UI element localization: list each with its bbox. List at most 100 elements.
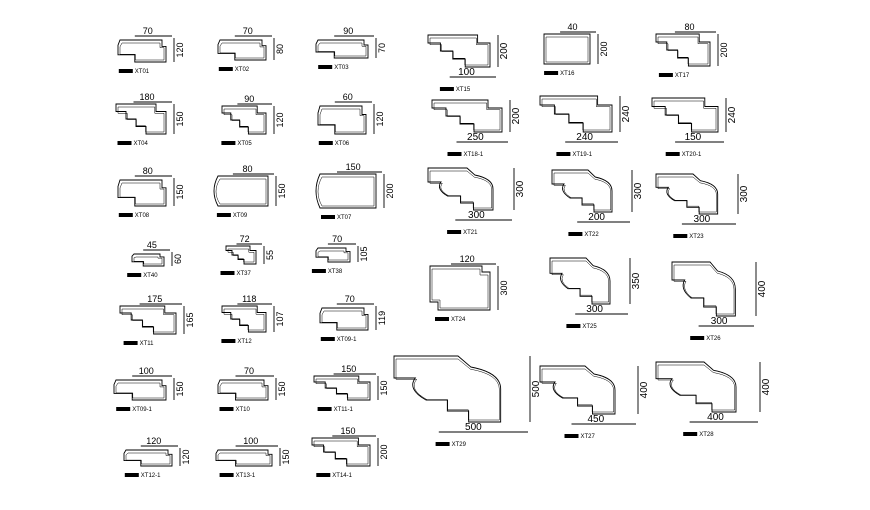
- width-dimension: 150: [341, 364, 356, 374]
- width-dimension: 150: [346, 162, 361, 172]
- profile-outline: [315, 173, 377, 209]
- label-bar: [673, 234, 688, 238]
- profile-code-label: XT02: [235, 67, 250, 73]
- profile-code-label: XT09: [233, 213, 248, 219]
- profile-outline: [221, 305, 267, 333]
- width-dimension: 100: [243, 436, 258, 446]
- profile-code-label: XT01: [135, 69, 150, 75]
- height-dimension: 70: [377, 43, 387, 53]
- height-dimension: 240: [621, 105, 632, 122]
- width-dimension: 40: [568, 22, 578, 32]
- label-bar: [317, 407, 332, 411]
- label-bar: [658, 73, 673, 77]
- height-dimension: 60: [173, 254, 183, 264]
- height-dimension: 200: [599, 41, 609, 56]
- width-dimension: 175: [147, 294, 162, 304]
- profile-outline: [123, 449, 173, 467]
- profile-code-label: XT23: [689, 234, 704, 240]
- profile-inner-line: [431, 268, 489, 309]
- profile-outline: [319, 307, 369, 331]
- profile-outline: [543, 33, 591, 65]
- profile-inner-line: [553, 172, 611, 211]
- profile-inner-line: [657, 364, 735, 411]
- profile-outline: [551, 169, 613, 213]
- label-bar: [316, 473, 331, 477]
- label-bar: [690, 336, 705, 340]
- profile-code-label: XT04: [134, 141, 149, 147]
- profile-code-label: XT17: [675, 73, 690, 79]
- profile-inner-line: [657, 176, 717, 213]
- profile-inner-line: [223, 308, 265, 331]
- label-bar: [321, 215, 335, 219]
- profile-inner-line: [121, 308, 175, 333]
- width-dimension: 150: [685, 132, 702, 143]
- label-bar: [216, 213, 231, 217]
- width-dimension: 100: [139, 366, 154, 376]
- height-dimension: 55: [265, 250, 275, 260]
- profile-outline: [119, 305, 177, 335]
- height-dimension: 120: [181, 449, 191, 464]
- profile-inner-line: [551, 260, 609, 303]
- width-dimension: 150: [340, 426, 355, 436]
- profile-inner-line: [545, 36, 589, 63]
- profile-code-label: XT37: [237, 271, 252, 277]
- width-dimension: 80: [143, 166, 153, 176]
- label-bar: [564, 434, 579, 438]
- profile-inner-line: [219, 382, 267, 399]
- label-bar: [544, 71, 559, 75]
- profile-inner-line: [317, 250, 349, 261]
- profile-code-label: XT10: [236, 407, 251, 413]
- profile-outline: [117, 39, 167, 63]
- profile-code-label: XT14-1: [332, 473, 352, 479]
- height-dimension: 120: [275, 112, 285, 127]
- profile-code-label: XT21: [463, 230, 478, 236]
- profile-inner-line: [315, 378, 369, 399]
- width-dimension: 70: [332, 234, 342, 244]
- label-bar: [220, 271, 235, 275]
- label-bar: [124, 473, 139, 477]
- width-dimension: 400: [707, 412, 724, 423]
- profile-code-label: XT13-1: [236, 473, 256, 479]
- profile-inner-line: [657, 36, 709, 65]
- profile-code-label: XT20-1: [682, 152, 702, 158]
- profile-inner-line: [119, 42, 165, 61]
- height-dimension: 107: [275, 311, 285, 326]
- height-dimension: 150: [175, 381, 185, 396]
- label-bar: [568, 232, 583, 236]
- height-dimension: 300: [499, 280, 509, 295]
- width-dimension: 180: [139, 92, 154, 102]
- profile-inner-line: [227, 248, 255, 263]
- width-dimension: 100: [458, 67, 475, 78]
- profile-inner-line: [125, 452, 171, 465]
- height-dimension: 150: [379, 380, 389, 395]
- width-dimension: 500: [465, 422, 482, 433]
- profile-code-label: XT11: [140, 341, 155, 347]
- label-bar: [118, 213, 133, 217]
- profile-outline: [393, 355, 502, 423]
- profile-outline: [655, 173, 719, 215]
- profile-code-label: XT09-1: [337, 337, 357, 343]
- profile-outline: [427, 167, 494, 211]
- width-dimension: 200: [588, 212, 605, 223]
- height-dimension: 200: [385, 183, 395, 198]
- profile-outline: [317, 105, 367, 135]
- profile-inner-line: [321, 310, 367, 329]
- height-dimension: 150: [281, 449, 291, 464]
- profile-outline: [215, 449, 273, 467]
- width-dimension: 250: [467, 132, 484, 143]
- profile-inner-line: [317, 42, 367, 57]
- profile-inner-line: [317, 176, 375, 207]
- width-dimension: 120: [460, 254, 475, 264]
